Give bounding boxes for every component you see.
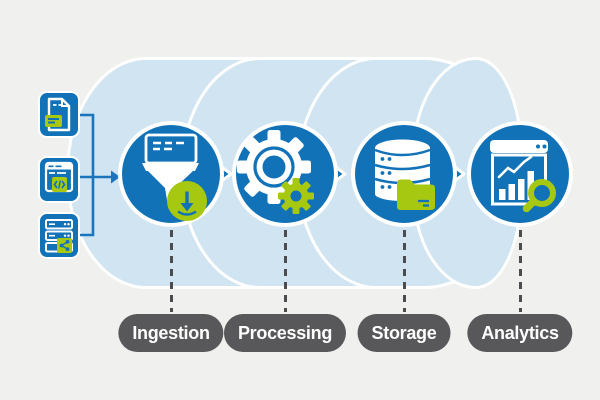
stage-label-processing: Processing [223,314,347,352]
code-window-icon [38,156,80,203]
server-share-icon [38,212,80,259]
gears-icon [237,130,314,214]
sources-bracket-arrow [80,113,120,237]
dashed-connector [284,230,287,312]
stage-label-analytics: Analytics [467,314,573,352]
stage-label-ingestion: Ingestion [118,314,224,352]
stage-label-storage: Storage [357,314,451,352]
document-file-icon [38,91,80,138]
stage-circle-processing [232,121,338,227]
stage-circle-ingestion [118,121,224,227]
dashed-connector [170,230,173,312]
dashed-connector [403,230,406,312]
chart-magnifier-icon [490,140,556,213]
stage-circle-analytics [467,121,573,227]
arrow-right-icon [111,170,120,184]
stage-circle-storage [351,121,457,227]
dashed-connector [519,230,522,312]
funnel-download-icon [142,133,207,221]
database-folder-icon [374,139,435,210]
